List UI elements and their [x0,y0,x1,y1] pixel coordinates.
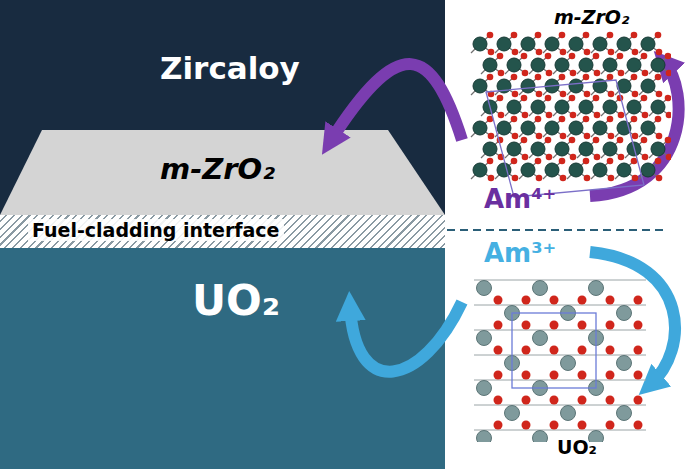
oxide-layer: m-ZrO₂ [0,130,445,215]
fuel-region: UO₂ [0,248,445,469]
ion-label: Am³⁺ [484,238,556,268]
atom-lattice [471,32,671,197]
interface-band: Fuel-cladding interface [0,215,445,248]
unit-cell [512,313,596,388]
crystal-structure: m-ZrO₂ [462,0,677,200]
incorporation-arrow [590,252,675,385]
crystal-illustration [466,272,671,442]
node-label: Zircaloy [160,50,300,86]
ion-label: Am⁴⁺ [484,184,556,214]
atom-lattice [474,280,646,442]
node-label: UO₂ [192,276,280,325]
incorporation-arrow [590,62,679,196]
node-label: UO₂ [557,436,597,458]
separator-line [447,229,668,231]
crystal-illustration [466,30,671,200]
node-label: m-ZrO₂ [160,152,275,186]
cladding-region: Zircaloy m-ZrO₂ [0,0,445,215]
unit-cell [486,80,644,197]
crystal-structure: UO₂ [462,272,662,467]
node-label: m-ZrO₂ [554,6,629,28]
node-label: Fuel-cladding interface [28,219,284,241]
